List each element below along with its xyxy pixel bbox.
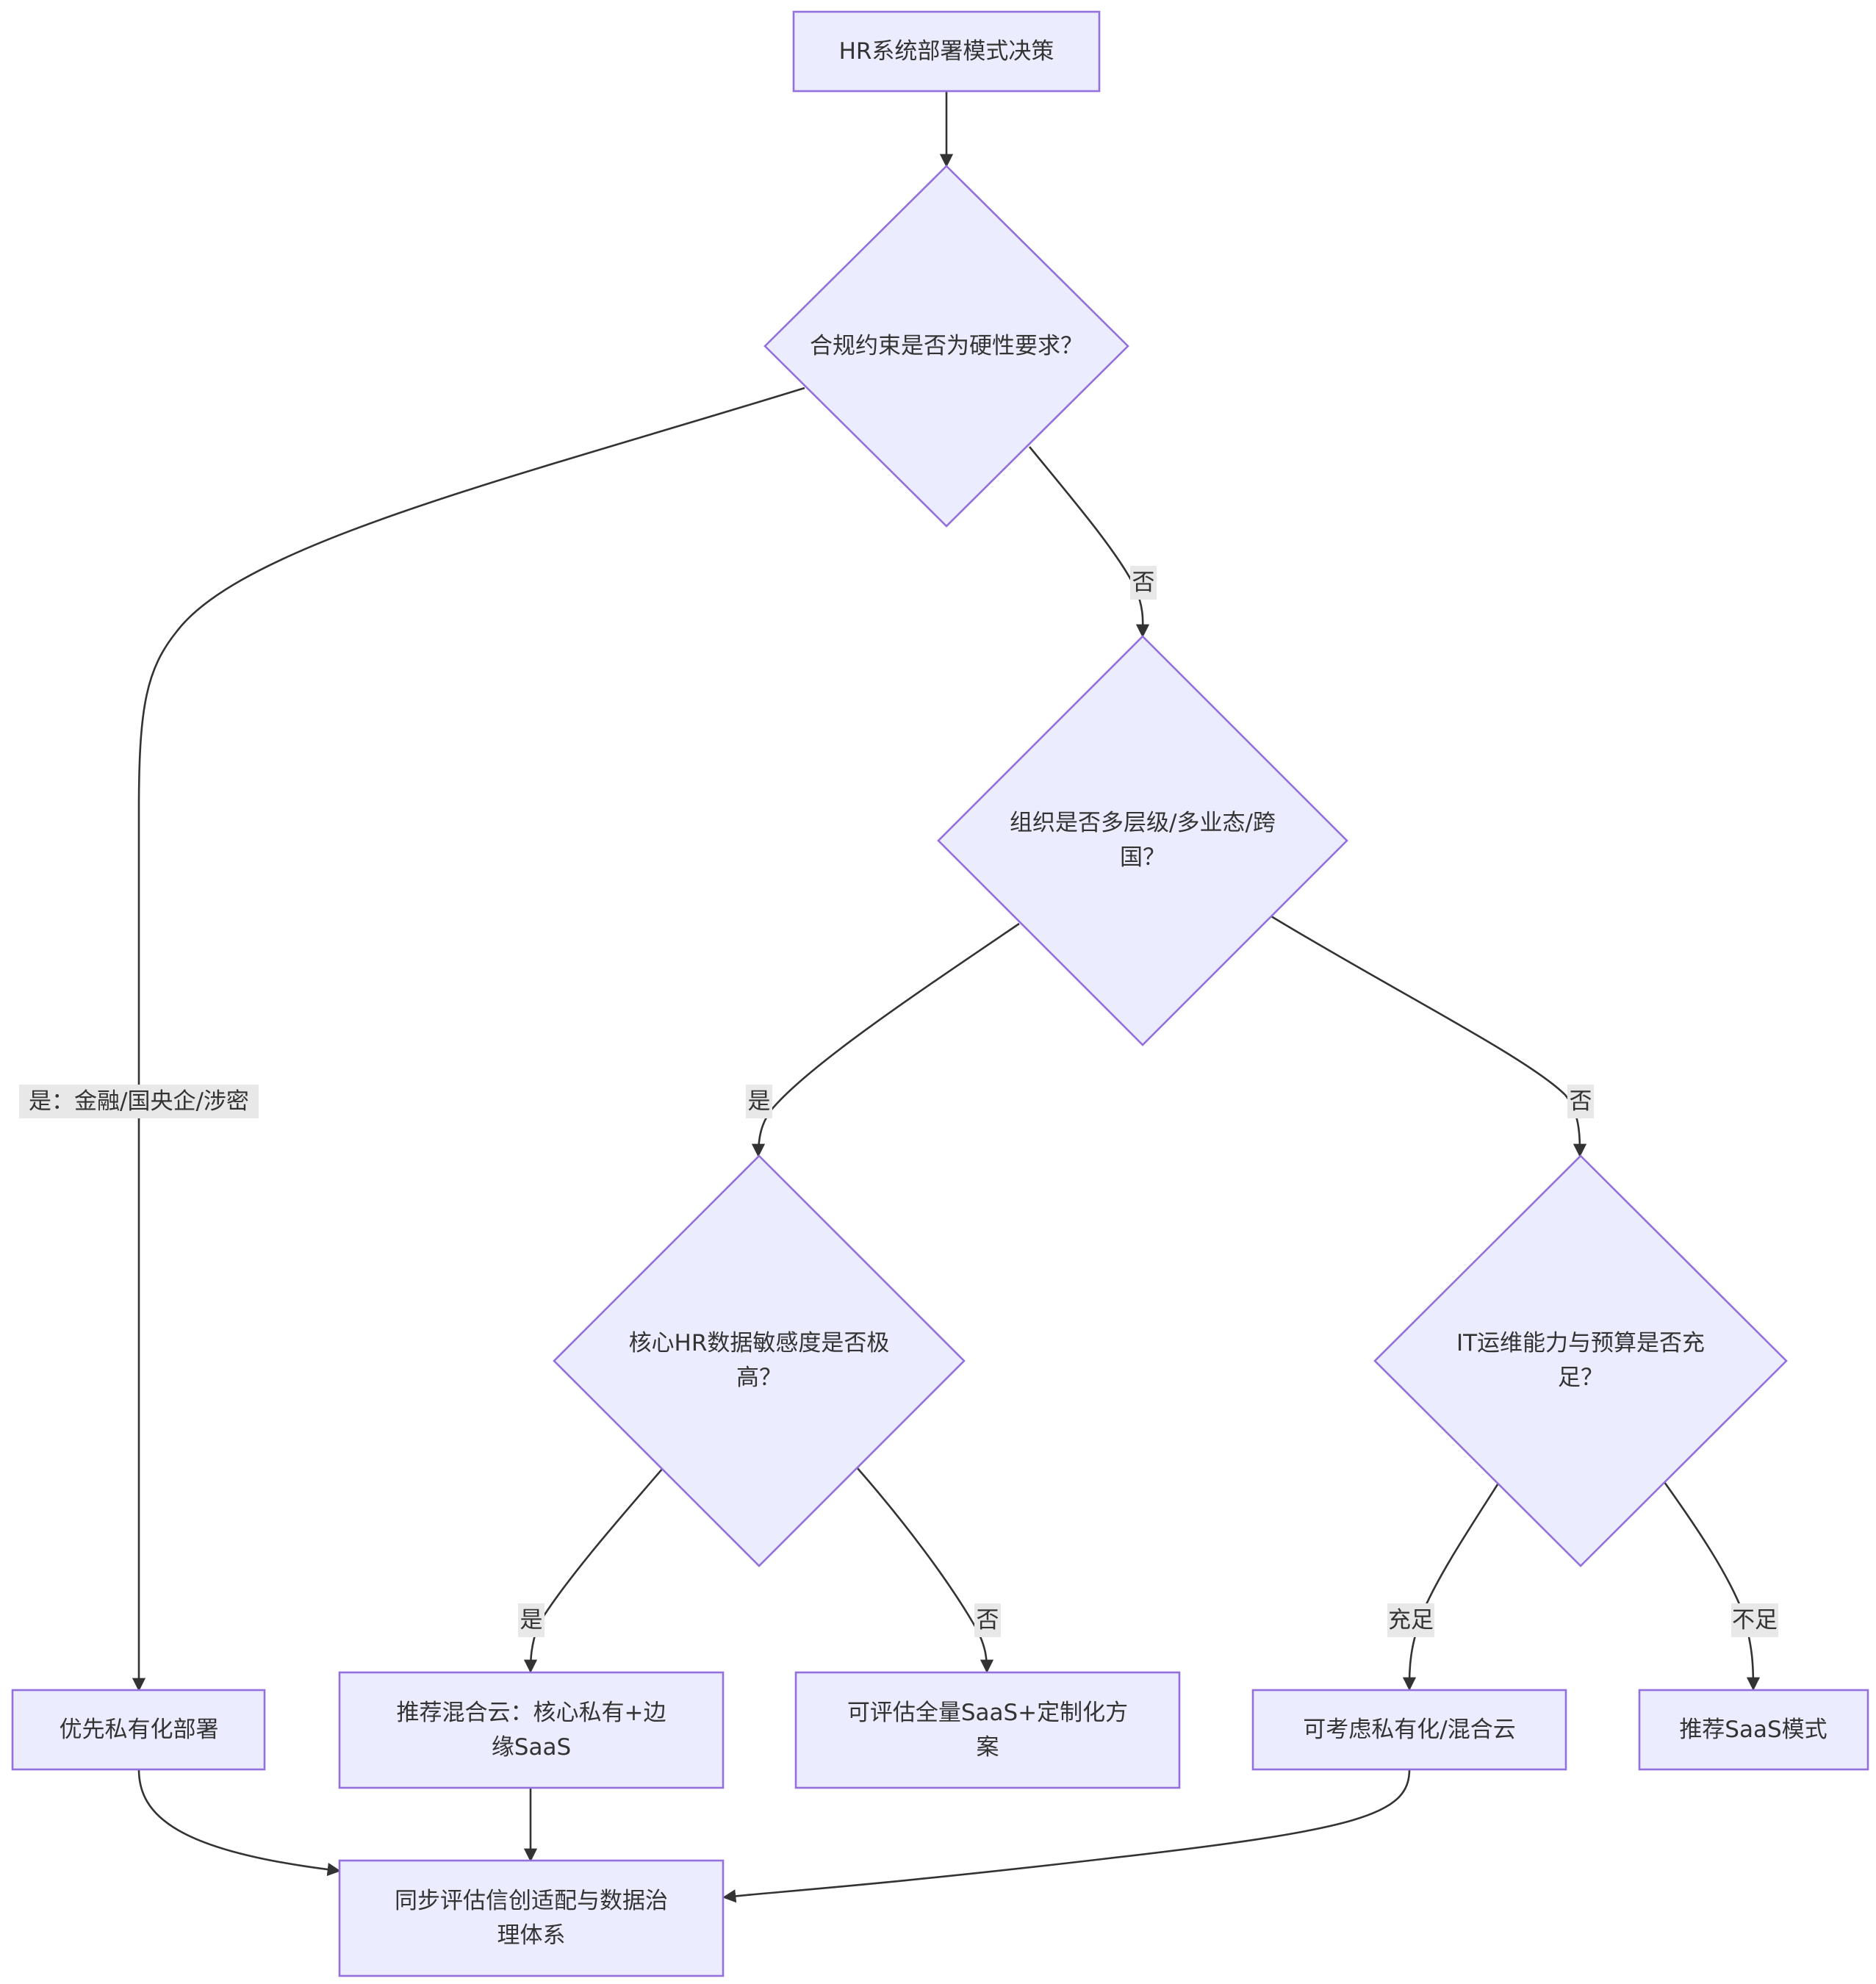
node-sensitivity-line-1: 核心HR数据敏感度是否极 xyxy=(629,1330,890,1356)
edge-compliance-to-private xyxy=(132,387,805,1692)
node-sensitivity[interactable]: 核心HR数据敏感度是否极 高？ xyxy=(553,1154,966,1567)
edge-compliance-to-org xyxy=(1028,446,1150,638)
edge-private-to-governance xyxy=(137,1769,341,1877)
node-saas-custom[interactable]: 可评估全量SaaS+定制化方 案 xyxy=(794,1671,1181,1789)
edge-label-compliance-yes: 是：金融/国央企/涉密 xyxy=(19,1085,259,1118)
node-org[interactable]: 组织是否多层级/多业态/跨 国？ xyxy=(937,635,1348,1046)
node-hybrid-line-1: 推荐混合云：核心私有+边 xyxy=(397,1700,666,1726)
edge-itbudget-to-consider xyxy=(1402,1481,1501,1691)
nodes: HR系统部署模式决策 合规约束是否为硬性要求？ 组织是否多层级/多业态/跨 国？… xyxy=(11,10,1869,1977)
node-sensitivity-line-2: 高？ xyxy=(736,1365,782,1391)
node-consider-line-1: 可考虑私有化/混合云 xyxy=(1303,1717,1515,1743)
edge-label-sens-yes-text: 是 xyxy=(520,1607,543,1633)
node-hybrid-line-2: 缘SaaS xyxy=(492,1734,571,1761)
node-compliance-line-1: 合规约束是否为硬性要求？ xyxy=(810,333,1083,359)
edge-labels: 是：金融/国央企/涉密 否 是 否 是 否 充足 不足 xyxy=(19,566,1778,1637)
node-saas-custom-line-2: 案 xyxy=(977,1734,999,1761)
edge-itbudget-to-saas xyxy=(1663,1481,1761,1691)
node-itbudget-line-1: IT运维能力与预算是否充 xyxy=(1456,1330,1705,1356)
edge-label-it-enough: 充足 xyxy=(1387,1603,1434,1637)
edge-label-sens-no-text: 否 xyxy=(977,1607,999,1633)
edge-label-sens-yes: 是 xyxy=(518,1603,545,1637)
edges xyxy=(132,91,1761,1903)
node-saas-line-1: 推荐SaaS模式 xyxy=(1679,1717,1827,1743)
edge-label-compliance-no: 否 xyxy=(1130,566,1157,600)
edge-label-org-no: 否 xyxy=(1567,1085,1594,1118)
edge-label-it-enough-text: 充足 xyxy=(1388,1607,1434,1633)
edge-label-it-lacking-text: 不足 xyxy=(1732,1607,1778,1633)
edge-label-compliance-no-text: 否 xyxy=(1132,569,1155,596)
node-start-line-1: HR系统部署模式决策 xyxy=(839,38,1054,65)
edge-label-org-yes: 是 xyxy=(746,1085,772,1118)
edge-label-sens-no: 否 xyxy=(974,1603,1001,1637)
node-governance-line-1: 同步评估信创适配与数据治 xyxy=(395,1888,668,1914)
edge-label-compliance-yes-text: 是：金融/国央企/涉密 xyxy=(29,1088,249,1115)
node-governance-line-2: 理体系 xyxy=(497,1922,566,1949)
edge-org-to-itbudget xyxy=(1271,915,1587,1157)
node-itbudget-line-2: 足？ xyxy=(1558,1365,1603,1391)
node-saas[interactable]: 推荐SaaS模式 xyxy=(1638,1689,1869,1771)
node-private-line-1: 优先私有化部署 xyxy=(60,1717,219,1743)
edge-label-org-yes-text: 是 xyxy=(748,1088,771,1115)
edge-sensitivity-to-saascustom xyxy=(856,1467,994,1673)
node-org-line-2: 国？ xyxy=(1120,844,1165,871)
edge-sensitivity-to-hybrid xyxy=(523,1467,664,1673)
node-saas-custom-line-1: 可评估全量SaaS+定制化方 xyxy=(847,1700,1128,1726)
node-start[interactable]: HR系统部署模式决策 xyxy=(792,10,1101,93)
edge-consider-to-governance xyxy=(722,1769,1411,1903)
edge-org-to-sensitivity xyxy=(751,922,1020,1157)
node-governance[interactable]: 同步评估信创适配与数据治 理体系 xyxy=(338,1859,725,1977)
node-private[interactable]: 优先私有化部署 xyxy=(11,1689,266,1771)
node-hybrid[interactable]: 推荐混合云：核心私有+边 缘SaaS xyxy=(338,1671,725,1789)
node-itbudget[interactable]: IT运维能力与预算是否充 足？ xyxy=(1373,1154,1788,1567)
node-org-line-1: 组织是否多层级/多业态/跨 xyxy=(1010,810,1276,836)
node-compliance[interactable]: 合规约束是否为硬性要求？ xyxy=(763,165,1129,528)
edge-label-it-lacking: 不足 xyxy=(1731,1603,1778,1637)
node-consider[interactable]: 可考虑私有化/混合云 xyxy=(1251,1689,1567,1771)
edge-label-org-no-text: 否 xyxy=(1570,1088,1592,1115)
